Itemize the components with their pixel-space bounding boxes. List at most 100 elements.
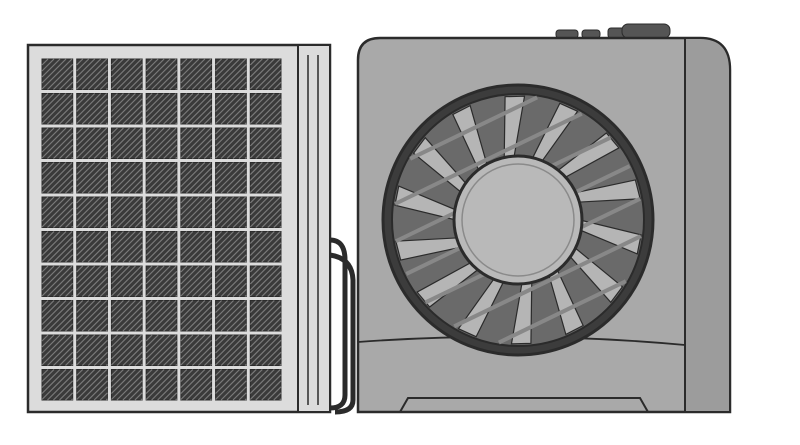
grille-hatch — [105, 260, 108, 263]
control-dial — [621, 23, 671, 39]
grille-hatch — [111, 127, 136, 153]
grille-hatch — [244, 87, 247, 90]
grille-hatch — [215, 196, 240, 222]
grille-hatch — [226, 242, 247, 263]
grille-hatch — [180, 369, 206, 394]
grille-hatch — [180, 162, 188, 169]
grille-hatch — [111, 334, 118, 342]
grille-hatch — [76, 58, 102, 84]
grille-hatch — [180, 369, 194, 382]
grille-hatch — [180, 334, 212, 366]
grille-hatch — [249, 93, 275, 118]
grille-hatch — [220, 132, 247, 159]
grille-hatch — [180, 93, 200, 112]
grille-hatch — [41, 300, 67, 325]
grille-hatch — [267, 213, 282, 228]
grille-hatch — [191, 311, 212, 332]
grille-hatch — [81, 305, 108, 332]
grille-hatch — [59, 282, 74, 297]
grille-hatch — [41, 300, 49, 307]
grille-hatch — [41, 127, 67, 153]
grille-hatch — [215, 334, 228, 348]
grille-hatch — [273, 150, 282, 159]
grille-hatch — [87, 380, 108, 401]
grille-hatch — [105, 191, 108, 194]
grille-hatch — [215, 265, 228, 279]
grille-hatch — [145, 93, 153, 100]
grille-hatch — [244, 329, 247, 332]
grille-hatch — [209, 156, 212, 159]
grille-hatch — [238, 323, 247, 332]
grille-hatch — [180, 300, 194, 313]
grille-hatch — [249, 369, 281, 400]
grille-hatch — [111, 162, 118, 169]
grille-hatch — [203, 219, 212, 228]
grille-hatch — [140, 260, 143, 263]
grille-hatch — [76, 93, 90, 106]
grille-hatch — [185, 132, 212, 159]
grille-hatch — [279, 363, 282, 366]
grille-hatch — [47, 305, 74, 332]
grille-hatch — [151, 132, 178, 159]
grille-hatch — [215, 369, 228, 382]
grille-hatch — [140, 294, 143, 297]
grille-hatch — [145, 58, 159, 72]
grille-hatch — [105, 363, 108, 366]
grille-hatch — [215, 58, 246, 90]
grille-hatch — [76, 334, 96, 354]
grille-hatch — [145, 334, 159, 348]
grille-hatch — [59, 213, 74, 228]
grille-hatch — [169, 150, 178, 159]
grille-hatch — [151, 270, 178, 297]
grille-hatch — [111, 93, 124, 106]
grille-hatch — [175, 122, 178, 125]
grille-hatch — [105, 329, 108, 332]
grille-hatch — [41, 93, 73, 124]
grille-hatch — [145, 231, 165, 250]
grille-hatch — [215, 300, 234, 319]
grille-hatch — [41, 127, 49, 135]
grille-hatch — [249, 369, 263, 382]
grille-hatch — [41, 334, 67, 360]
grille-hatch — [122, 345, 143, 366]
grille-hatch — [157, 311, 178, 332]
grille-hatch — [226, 207, 247, 228]
grille-hatch — [180, 265, 188, 273]
grille-hatch — [180, 334, 200, 354]
grille-hatch — [220, 167, 247, 194]
grille-hatch — [65, 254, 74, 263]
grille-hatch — [267, 317, 282, 332]
grille-hatch — [180, 196, 212, 228]
grille-hatch — [180, 334, 206, 360]
grille-hatch — [134, 185, 143, 194]
grille-hatch — [215, 300, 222, 307]
grille-hatch — [261, 345, 282, 366]
grille-hatch — [128, 213, 143, 228]
grille-hatch — [145, 300, 177, 331]
grille-hatch — [76, 162, 108, 193]
grille-hatch — [169, 254, 178, 263]
grille-hatch — [163, 179, 178, 194]
grille-hatch — [76, 196, 108, 228]
grille-hatch — [99, 219, 108, 228]
grille-hatch — [180, 93, 194, 106]
grille-hatch — [111, 231, 142, 262]
grille-hatch — [41, 196, 67, 222]
grille-hatch — [41, 196, 49, 204]
grille-hatch — [249, 196, 263, 210]
grille-hatch — [215, 265, 240, 291]
grille-hatch — [41, 93, 49, 100]
grille-hatch — [41, 127, 61, 147]
grille-hatch — [249, 58, 269, 78]
grille-hatch — [238, 254, 247, 263]
grille-hatch — [157, 104, 178, 125]
grille-hatch — [47, 98, 74, 125]
grille-hatch — [76, 231, 90, 244]
grille-hatch — [255, 98, 282, 125]
grille-hatch — [249, 334, 281, 366]
grille-hatch — [180, 58, 188, 66]
grille-hatch — [76, 127, 90, 141]
grille-hatch — [215, 369, 246, 400]
grille-hatch — [185, 270, 212, 297]
grille-hatch — [145, 196, 153, 204]
